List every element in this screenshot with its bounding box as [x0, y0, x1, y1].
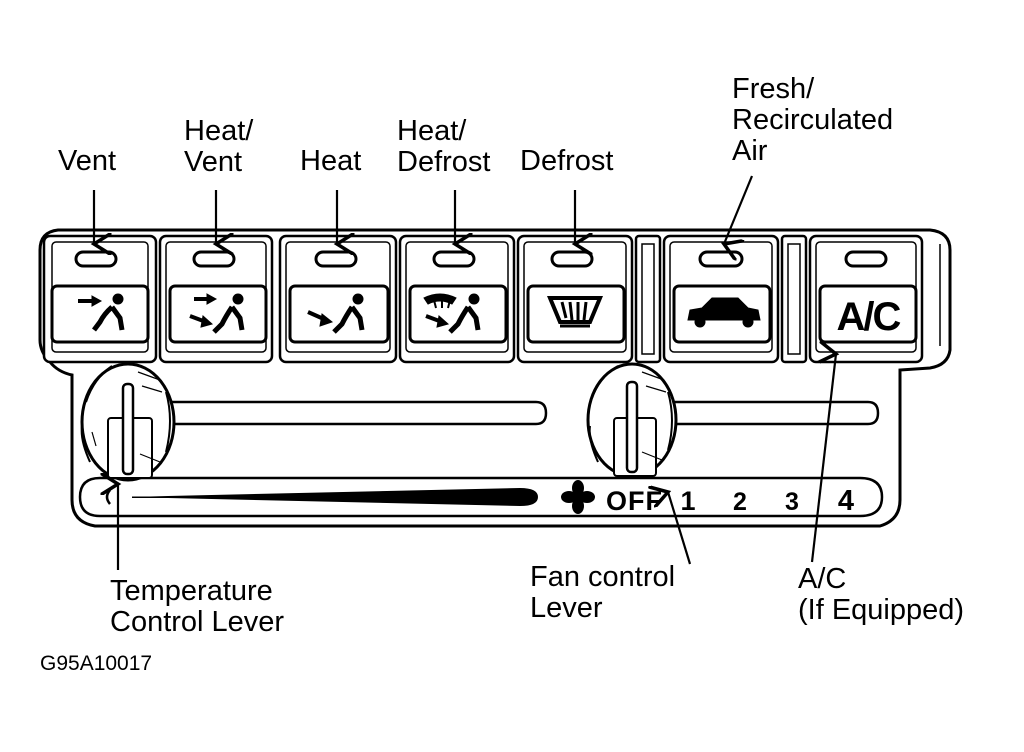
defrost-button[interactable]: [516, 234, 634, 364]
heat-callout: Heat: [300, 146, 361, 177]
fan-speed-scale: OFF 1 2 3 4: [561, 480, 854, 517]
fresh-recirculated-button[interactable]: [662, 234, 780, 364]
fresh-recirc-callout: Fresh/ Recirculated Air: [732, 74, 893, 167]
heat-defrost-callout-line-1: Heat/: [397, 115, 467, 147]
airflow-face-feet-icon: [189, 293, 245, 334]
ac-arrow: [810, 354, 836, 563]
temp-lever-callout-line-2: Control Lever: [110, 606, 285, 638]
heat-defrost-button[interactable]: [398, 234, 516, 364]
fan-icon: [561, 480, 595, 514]
heat-vent-callout-line-2: Vent: [184, 146, 243, 178]
defrost-callout: Defrost: [520, 146, 613, 177]
heat-vent-callout-line-1: Heat/: [184, 115, 254, 147]
fan-lever-callout: Fan control Lever: [530, 562, 675, 624]
fan-speed-2: 2: [733, 488, 747, 516]
defrost-callout-line: Defrost: [520, 145, 614, 177]
heat-vent-button[interactable]: [158, 234, 274, 364]
fresh-recirc-callout-line-2: Recirculated: [732, 104, 894, 136]
fan-speed-4: 4: [838, 485, 854, 517]
ac-callout-line-2: (If Equipped): [798, 594, 965, 626]
temp-lever-callout-line-1: Temperature: [110, 575, 273, 607]
heat-defrost-callout-line-2: Defrost: [397, 146, 491, 178]
fan-lever-callout-line-2: Lever: [530, 592, 603, 624]
fresh-recirc-callout-line-1: Fresh/: [732, 73, 815, 105]
airflow-defrost-feet-icon: [423, 293, 481, 334]
fan-speed-1: 1: [680, 486, 695, 516]
mode-buttons: A/C: [42, 234, 924, 364]
heat-button[interactable]: [278, 234, 398, 364]
figure-code: G95A10017: [40, 652, 153, 675]
fan-lever-callout-line-1: Fan control: [530, 561, 676, 593]
vent-button[interactable]: [42, 234, 158, 364]
callout-arrows: [94, 175, 836, 570]
ac-button-label: A/C: [837, 295, 901, 339]
ac-callout-line-1: A/C: [798, 563, 847, 595]
fan-off-label: OFF: [606, 486, 663, 516]
fan-control-lever[interactable]: [586, 362, 678, 478]
windshield-defrost-icon: [547, 296, 603, 328]
heat-callout-line: Heat: [300, 145, 362, 177]
fan-speed-3: 3: [785, 488, 799, 516]
lever-tracks: [105, 400, 880, 506]
fresh-recirc-arrow: [724, 175, 754, 244]
temp-lever-callout: Temperature Control Lever: [110, 576, 284, 638]
temperature-control-lever[interactable]: [80, 362, 176, 482]
fresh-recirc-callout-line-3: Air: [732, 135, 768, 167]
ac-button[interactable]: A/C: [808, 234, 924, 364]
airflow-face-icon: [78, 293, 125, 332]
airflow-feet-icon: [307, 293, 365, 334]
heat-defrost-callout: Heat/ Defrost: [397, 116, 490, 178]
car-recirculation-icon: [687, 297, 761, 328]
ac-callout: A/C (If Equipped): [798, 564, 964, 626]
vent-callout: Vent: [58, 146, 116, 177]
heat-vent-callout: Heat/ Vent: [184, 116, 253, 178]
fan-lever-arrow: [668, 492, 692, 565]
vent-callout-line: Vent: [58, 145, 117, 177]
